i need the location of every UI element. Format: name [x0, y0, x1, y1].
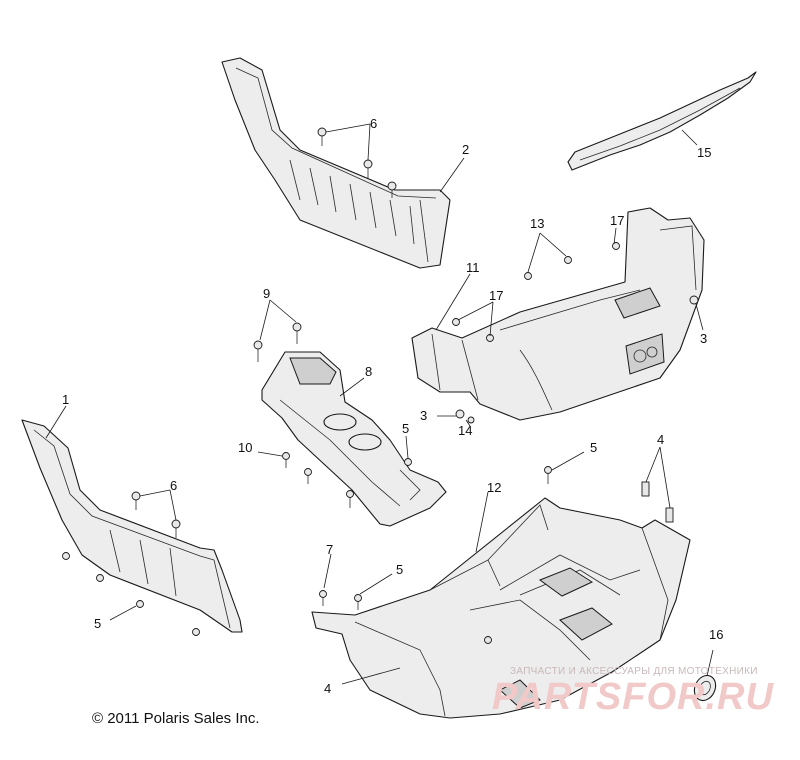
callout-10: 10 [238, 440, 252, 455]
part-8-console [261, 351, 447, 527]
callout-5-console: 5 [402, 421, 409, 436]
callout-7: 7 [326, 542, 333, 557]
part-2-footrest [221, 57, 451, 269]
callout-11: 11 [466, 260, 480, 275]
fasteners [62, 127, 699, 644]
callout-3-left: 3 [420, 408, 427, 423]
callout-14: 14 [458, 423, 472, 438]
callout-4-right: 4 [657, 432, 664, 447]
callout-9: 9 [263, 286, 270, 301]
callout-8: 8 [365, 364, 372, 379]
watermark-brand: PARTSFOR.RU [492, 676, 774, 718]
part-15-trim-strip [567, 71, 757, 171]
leader-lines [45, 123, 714, 685]
callout-6-top: 6 [370, 116, 377, 131]
callout-13: 13 [530, 216, 544, 231]
callout-4-bottom: 4 [324, 681, 331, 696]
callout-17-left: 17 [489, 288, 503, 303]
part-11-rear-panel [411, 207, 705, 421]
callout-6-bottom: 6 [170, 478, 177, 493]
callout-2: 2 [462, 142, 469, 157]
callout-5-footrest: 5 [94, 616, 101, 631]
callout-17-right: 17 [610, 213, 624, 228]
copyright-notice: © 2011 Polaris Sales Inc. [92, 710, 260, 727]
callout-3-right: 3 [700, 331, 707, 346]
callout-16: 16 [709, 627, 723, 642]
callout-12: 12 [487, 480, 501, 495]
part-16-grommet [693, 674, 717, 702]
callout-5-tub-left: 5 [396, 562, 403, 577]
callout-labels: 1 2 3 3 4 4 5 5 5 5 6 6 7 8 9 10 11 12 1… [62, 116, 723, 696]
part-1-footrest [21, 419, 243, 633]
part-12-floor-tub [311, 497, 691, 719]
callout-5-tub-right: 5 [590, 440, 597, 455]
callout-15: 15 [697, 145, 711, 160]
watermark-subtitle: ЗАПЧАСТИ И АКСЕССУАРЫ ДЛЯ МОТОТЕХНИКИ [510, 666, 758, 677]
callout-1: 1 [62, 392, 69, 407]
